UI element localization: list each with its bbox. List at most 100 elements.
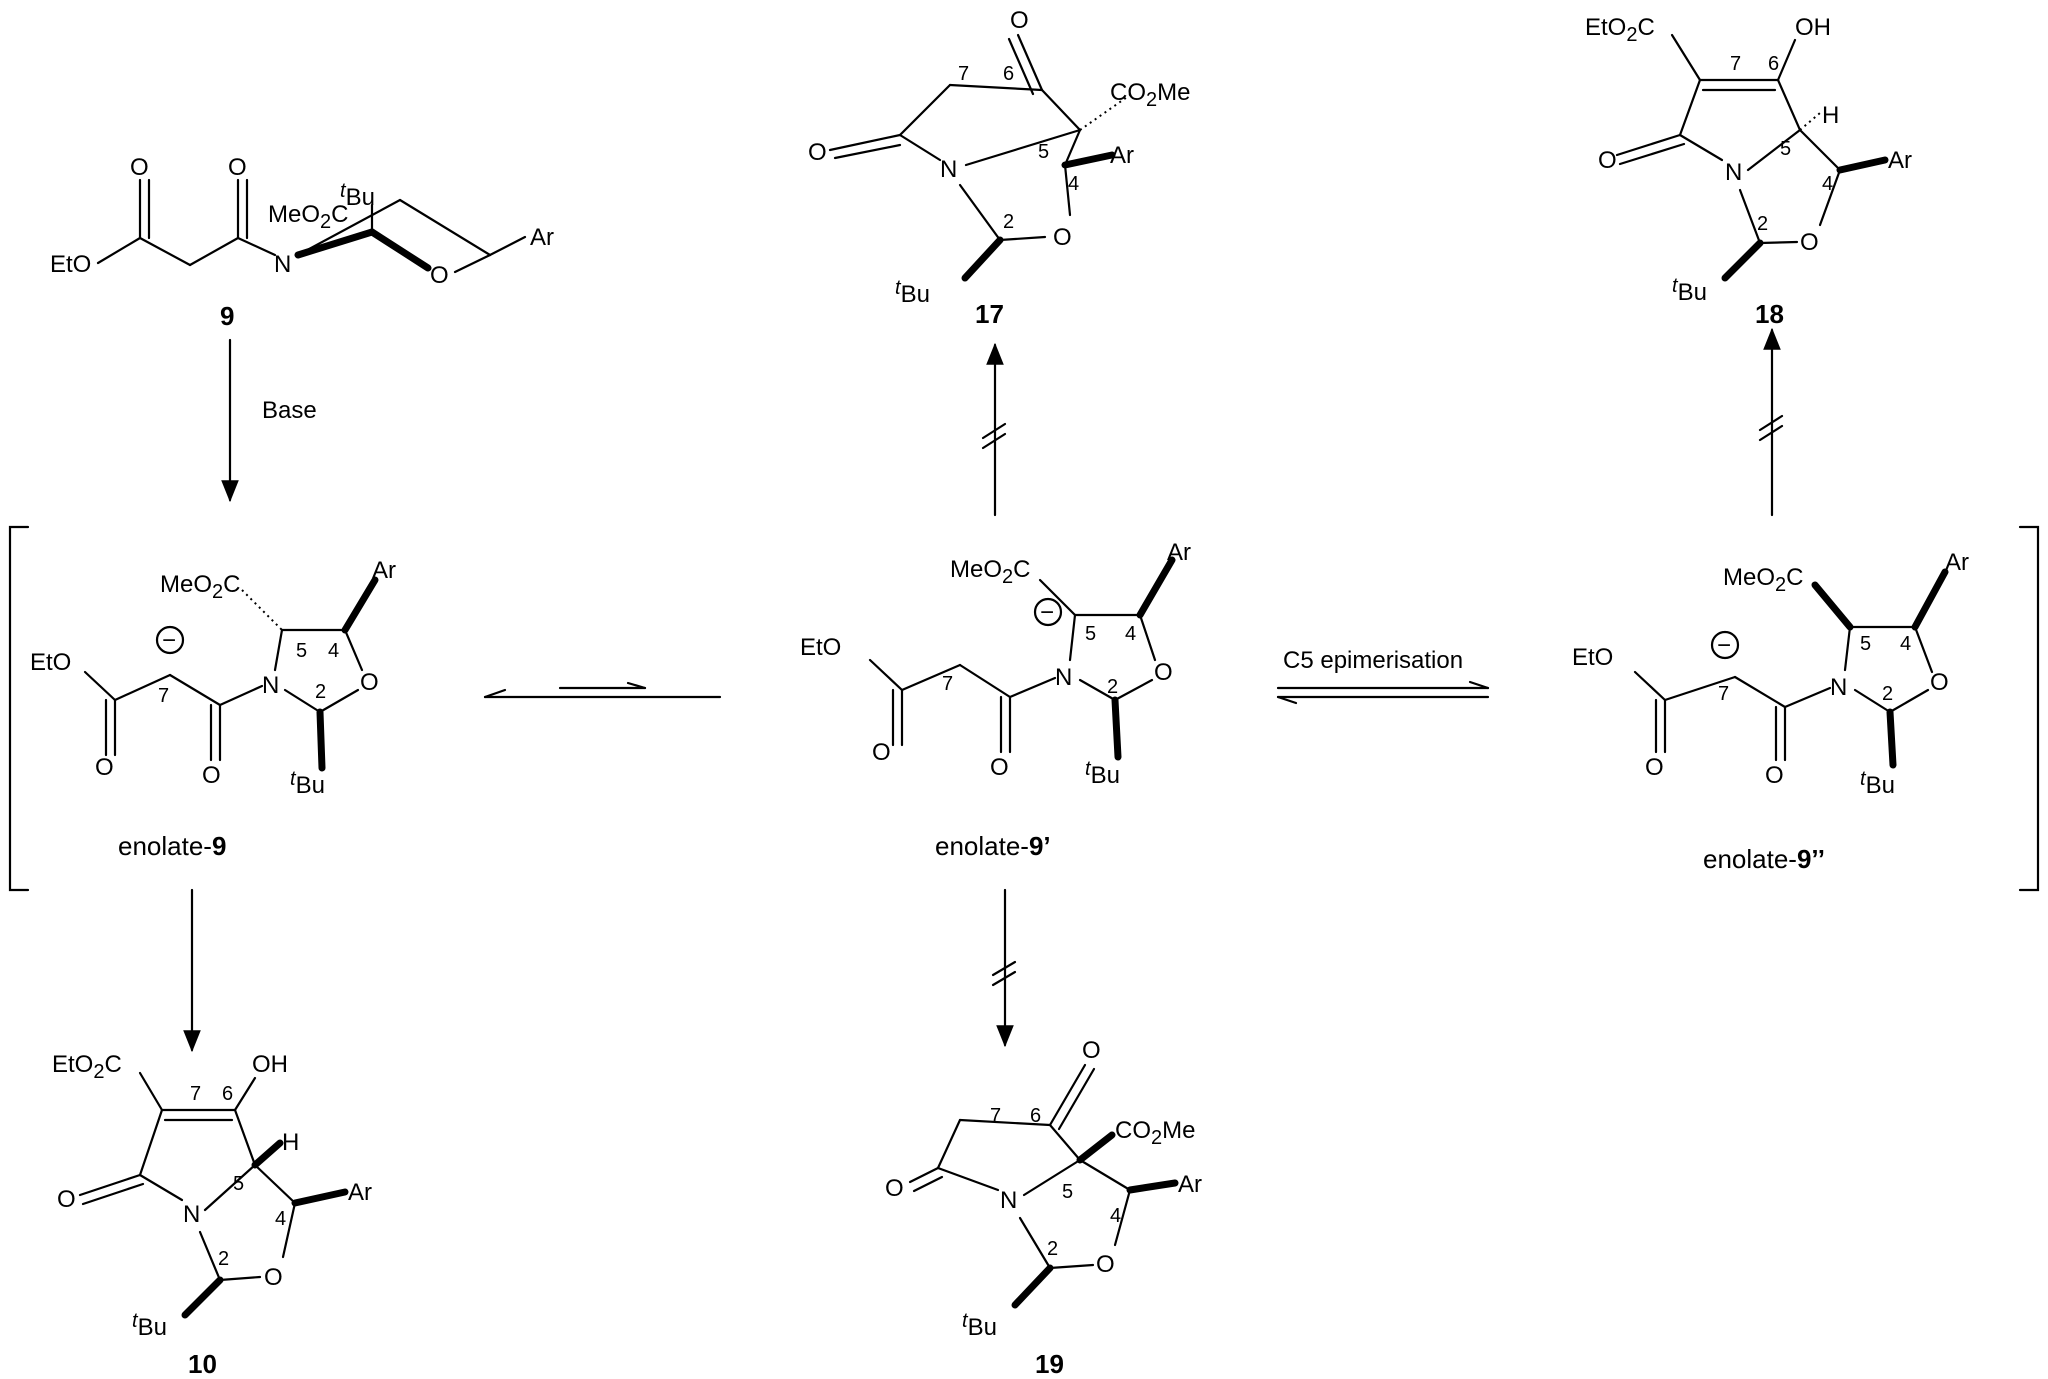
lactam-o-label: O xyxy=(1598,147,1617,174)
tbu-label: tBu xyxy=(1672,275,1707,306)
pos-7: 7 xyxy=(990,1105,1001,1127)
tbu-label: tBu xyxy=(1860,768,1895,799)
pos-7: 7 xyxy=(158,685,169,707)
compound-19-number: 19 xyxy=(1035,1349,1064,1379)
ring-o-label: O xyxy=(264,1264,283,1291)
pos-5: 5 xyxy=(1062,1181,1073,1203)
co2me-label: CO2Me xyxy=(1110,79,1190,111)
ring-o-label: O xyxy=(1930,669,1949,696)
ethoxy-label: EtO xyxy=(30,649,71,676)
meo2c-label: MeO2C xyxy=(268,201,348,233)
h-label: H xyxy=(1822,102,1839,129)
n-label: N xyxy=(1000,1187,1017,1214)
pos-7: 7 xyxy=(942,673,953,695)
pos-2: 2 xyxy=(315,681,326,703)
ar-label: Ar xyxy=(372,557,396,584)
ar-label: Ar xyxy=(1945,549,1969,576)
pos-4: 4 xyxy=(1125,623,1136,645)
ar-label: Ar xyxy=(1888,147,1912,174)
h-label: H xyxy=(282,1129,299,1156)
enolate-9-double-prime-caption: enolate-9’’ xyxy=(1703,844,1825,874)
left-bracket xyxy=(8,525,30,892)
ketone-o-label: O xyxy=(1082,1037,1101,1064)
compound-19: O O N CO2Me Ar O tBu 7 6 5 4 2 19 xyxy=(885,1037,1202,1379)
pos-2: 2 xyxy=(1757,213,1768,235)
pos-6: 6 xyxy=(1768,53,1779,75)
epimerisation-arrow xyxy=(1276,680,1490,705)
pos-6: 6 xyxy=(222,1083,233,1105)
enolate-9-prime-structure: MeO2C − Ar O tBu N O O EtO 5 4 2 7 xyxy=(800,539,1191,789)
amide-o-label: O xyxy=(202,762,221,789)
ester-o-label: O xyxy=(95,754,114,781)
co2me-label: CO2Me xyxy=(1115,1117,1195,1149)
tbu-label: tBu xyxy=(962,1310,997,1341)
ring-o-label: O xyxy=(1154,659,1173,686)
compound-17: O O N CO2Me Ar O tBu 7 6 5 4 2 17 xyxy=(808,7,1190,329)
enolate-9-double-prime-structure: MeO2C Ar O tBu N O − O EtO 5 4 2 7 xyxy=(1572,549,1969,799)
pos-4: 4 xyxy=(328,640,339,662)
ring-o-label: O xyxy=(430,262,449,289)
pos-4: 4 xyxy=(275,1208,286,1230)
ar-label: Ar xyxy=(1178,1171,1202,1198)
pos-7: 7 xyxy=(1730,53,1741,75)
ethoxy-label: EtO xyxy=(800,634,841,661)
ketone-o-label: O xyxy=(1010,7,1029,34)
right-bracket xyxy=(2018,525,2040,892)
blocked-mark-19 xyxy=(991,960,1017,977)
pos-2: 2 xyxy=(1107,676,1118,698)
ring-o-label: O xyxy=(360,669,379,696)
pos-2: 2 xyxy=(1047,1238,1058,1260)
meo2c-label: MeO2C xyxy=(1723,564,1803,596)
ring-o-label: O xyxy=(1800,229,1819,256)
ar-label: Ar xyxy=(1110,142,1134,169)
eto2c-label: EtO2C xyxy=(52,1051,122,1083)
tbu-label: tBu xyxy=(132,1310,167,1341)
carbanion-charge: − xyxy=(162,627,176,654)
enolate-9-structure: MeO2C Ar O tBu N O − O EtO 5 4 2 7 xyxy=(30,557,396,799)
pos-4: 4 xyxy=(1110,1205,1121,1227)
pos-5: 5 xyxy=(233,1173,244,1195)
n-label: N xyxy=(1830,674,1847,701)
lactam-o-label: O xyxy=(885,1175,904,1202)
pos-7: 7 xyxy=(1718,683,1729,705)
n-label: N xyxy=(940,156,957,183)
pos-6: 6 xyxy=(1003,63,1014,85)
meo2c-label: MeO2C xyxy=(950,556,1030,588)
blocked-mark-18 xyxy=(1758,414,1784,432)
pos-5: 5 xyxy=(1038,141,1049,163)
ring-o-label: O xyxy=(1053,224,1072,251)
carbanion-charge: − xyxy=(1717,632,1731,659)
amide-o-label: O xyxy=(1765,762,1784,789)
enolate-9-caption: enolate-9 xyxy=(118,831,226,861)
compound-9: EtO O O N O Ar MeO2C tBu 9 xyxy=(50,154,554,331)
tbu-label: tBu xyxy=(1085,758,1120,789)
pos-2: 2 xyxy=(218,1248,229,1270)
ester-o-label: O xyxy=(872,739,891,766)
ar-label: Ar xyxy=(348,1179,372,1206)
pos-2: 2 xyxy=(1003,211,1014,233)
pos-2: 2 xyxy=(1882,683,1893,705)
compound-18: EtO2C OH O N H Ar O tBu 7 6 5 4 2 18 xyxy=(1585,14,1912,329)
compound-18-number: 18 xyxy=(1755,299,1784,329)
eto2c-label: EtO2C xyxy=(1585,14,1655,46)
compound-17-number: 17 xyxy=(975,299,1004,329)
pos-7: 7 xyxy=(958,63,969,85)
epimerisation-label: C5 epimerisation xyxy=(1283,647,1463,674)
pos-7: 7 xyxy=(190,1083,201,1105)
ring-o-label: O xyxy=(1096,1251,1115,1278)
equilibrium-arrow-left xyxy=(483,681,722,699)
pos-4: 4 xyxy=(1068,173,1079,195)
amide-o-label: O xyxy=(228,154,247,181)
ester-o-label: O xyxy=(1645,754,1664,781)
pos-5: 5 xyxy=(1085,623,1096,645)
pos-4: 4 xyxy=(1900,633,1911,655)
compound-10: EtO2C OH O N H Ar O tBu 7 6 5 4 2 10 xyxy=(52,1051,372,1379)
pos-4: 4 xyxy=(1822,173,1833,195)
pos-5: 5 xyxy=(296,640,307,662)
ethoxy-label: EtO xyxy=(50,251,91,278)
blocked-mark-17 xyxy=(981,422,1007,440)
lactam-o-label: O xyxy=(57,1186,76,1213)
carbanion-charge: − xyxy=(1040,599,1054,626)
ar-label: Ar xyxy=(530,224,554,251)
